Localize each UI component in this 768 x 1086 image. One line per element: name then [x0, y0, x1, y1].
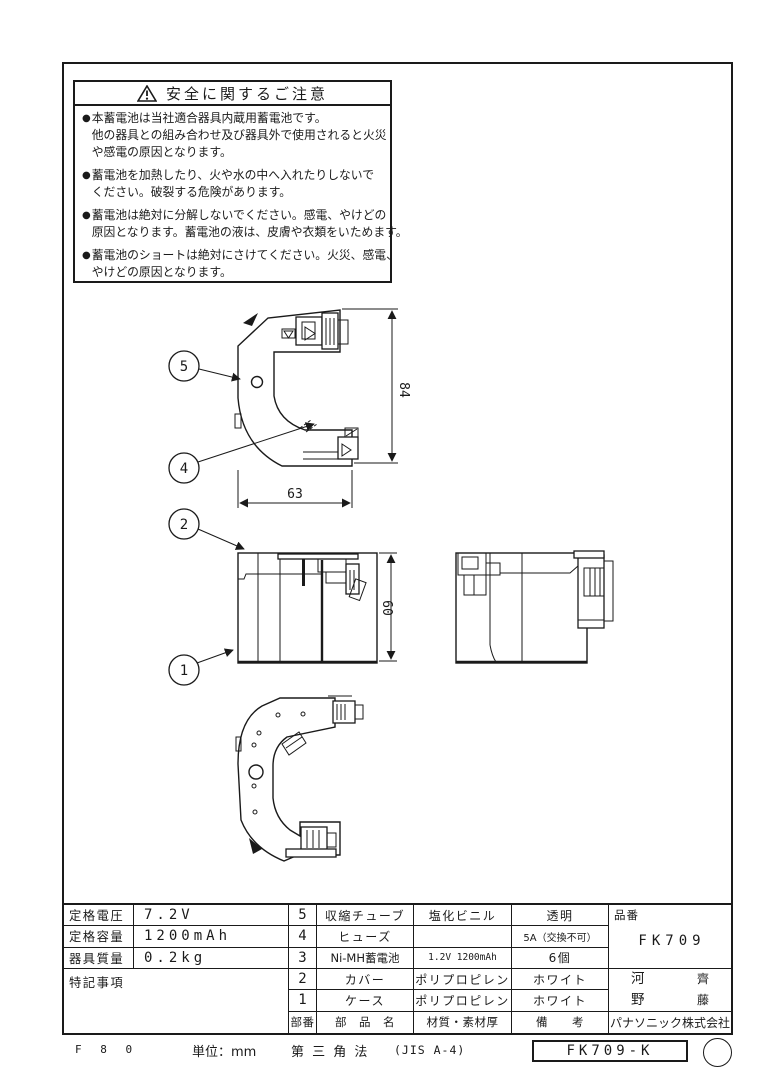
warning-body: ● 本蓄電池は当社適合器具内蔵用蓄電池です。 他の器具との組み合わせ及び器具外で… — [75, 106, 408, 281]
bullet-icon: ● — [82, 210, 91, 221]
part-name: Ni-MH蓄電池 — [317, 947, 414, 969]
part-number-label: 品番 — [614, 908, 639, 922]
approver-left-char: 野 — [631, 991, 645, 1008]
revision-circle — [703, 1038, 732, 1067]
callout-4-balloon — [168, 452, 200, 484]
footer-standard-label: (JIS A-4) — [394, 1043, 466, 1057]
parts-header-material: 材質・素材厚 — [414, 1011, 512, 1033]
warning-line: や感電の原因となります。 — [91, 145, 232, 159]
callout-5-number: 5 — [180, 359, 188, 375]
special-notes-cell: 特記事項 — [64, 969, 289, 1033]
doc-number: FK709-K — [566, 1043, 654, 1059]
dim-84-label: 84 — [396, 382, 411, 398]
part-name: ヒューズ — [317, 926, 414, 948]
warning-line: 他の器具との組み合わせ及び器具外で使用されると火災 — [91, 128, 387, 142]
part-material: ポリプロピレン — [414, 990, 512, 1012]
footer-unit-label: 単位：mm — [192, 1045, 257, 1060]
warning-title: 安全に関するご注意 — [165, 84, 328, 103]
part-no: 3 — [289, 947, 317, 969]
spec-label: 定格電圧 — [64, 905, 134, 927]
part-name: 収縮チューブ — [317, 905, 414, 927]
part-material: 塩化ビニル — [414, 905, 512, 927]
warning-line: 蓄電池を加熱したり、火や水の中へ入れたりしないで — [91, 168, 375, 182]
spec-value-rated-capacity: 1200mAh — [134, 926, 289, 948]
approver-stamp-cell: 河 野 齊 藤 — [609, 969, 731, 1012]
part-name: ケース — [317, 990, 414, 1012]
part-remarks: 5A（交換不可） — [512, 926, 609, 948]
warning-item: ● 蓄電池は絶対に分解しないでください。感電、やけどの 原因となります。蓄電池の… — [82, 207, 408, 241]
warning-title-bar: 安全に関するご注意 — [75, 82, 390, 106]
part-no: 1 — [289, 990, 317, 1012]
approver-right-char: 齊 — [696, 971, 709, 986]
part-no: 4 — [289, 926, 317, 948]
callout-2-balloon — [168, 508, 200, 540]
part-number-value: FK709 — [638, 932, 706, 949]
callout-2-number: 2 — [180, 517, 188, 533]
battery-pack-drawings: 5 4 84 63 — [168, 308, 614, 862]
footer-projection-label: 第 三 角 法 — [291, 1045, 370, 1060]
parts-header-no: 部番 — [289, 1011, 317, 1033]
rear-view-drawing — [455, 550, 614, 664]
title-block-table: 定格電圧 7.2V 定格容量 1200mAh 器具質量 0.2kg 特記事項 5… — [62, 903, 733, 1035]
part-remarks: 6個 — [512, 947, 609, 969]
part-material: 1.2V 1200mAh — [414, 947, 512, 969]
spec-label: 定格容量 — [64, 926, 134, 948]
footer-form-code: F 8 0 — [75, 1043, 139, 1056]
bullet-icon: ● — [82, 250, 91, 261]
warning-line: 本蓄電池は当社適合器具内蔵用蓄電池です。 — [91, 111, 327, 125]
side-view-drawing: 5 4 84 63 — [168, 308, 411, 508]
warning-item: ● 本蓄電池は当社適合器具内蔵用蓄電池です。 他の器具との組み合わせ及び器具外で… — [82, 110, 387, 161]
approver-left-char: 河 — [631, 970, 645, 987]
warning-line: やけどの原因となります。 — [91, 265, 232, 279]
parts-header-name: 部 品 名 — [317, 1011, 414, 1033]
callout-4-number: 4 — [180, 461, 188, 477]
warning-line: 蓄電池のショートは絶対にさけてください。火災、感電、 — [91, 248, 398, 262]
dim-63-label: 63 — [287, 487, 303, 502]
company-name: パナソニック株式会社 — [609, 1015, 730, 1030]
part-material — [414, 926, 512, 948]
part-no: 5 — [289, 905, 317, 927]
spec-value-rated-voltage: 7.2V — [134, 905, 289, 927]
parts-header-remarks: 備 考 — [512, 1011, 609, 1033]
bottom-side-view-drawing — [235, 695, 364, 862]
part-no: 2 — [289, 969, 317, 991]
spec-label: 器具質量 — [64, 947, 134, 969]
warning-line: ください。破裂する危険があります。 — [91, 185, 292, 199]
spec-value-weight: 0.2kg — [134, 947, 289, 969]
part-remarks: ホワイト — [512, 969, 609, 991]
bullet-icon: ● — [82, 170, 91, 181]
callout-1-balloon — [168, 654, 200, 686]
warning-triangle-icon — [136, 84, 157, 102]
callout-1-number: 1 — [180, 663, 188, 679]
bullet-icon: ● — [82, 113, 91, 124]
safety-warning-box: 安全に関するご注意 ● 本蓄電池は当社適合器具内蔵用蓄電池です。 他の器具との組… — [73, 80, 408, 283]
part-remarks: 透明 — [512, 905, 609, 927]
warning-line: 蓄電池は絶対に分解しないでください。感電、やけどの — [91, 208, 387, 222]
part-number-cell: 品番 FK709 — [609, 905, 731, 969]
warning-item: ● 蓄電池のショートは絶対にさけてください。火災、感電、 やけどの原因となります… — [82, 247, 398, 281]
part-name: カバー — [317, 969, 414, 991]
warning-line: 原因となります。蓄電池の液は、皮膚や衣類をいためます。 — [91, 225, 408, 239]
approver-right-char: 藤 — [696, 992, 709, 1007]
part-remarks: ホワイト — [512, 990, 609, 1012]
callout-5-balloon — [168, 350, 200, 382]
front-view-drawing: 60 2 1 — [168, 508, 397, 686]
dim-60-label: 60 — [379, 600, 394, 616]
doc-number-box: FK709-K — [532, 1040, 688, 1062]
warning-item: ● 蓄電池を加熱したり、火や水の中へ入れたりしないで ください。破裂する危険があ… — [82, 167, 384, 201]
part-material: ポリプロピレン — [414, 969, 512, 991]
